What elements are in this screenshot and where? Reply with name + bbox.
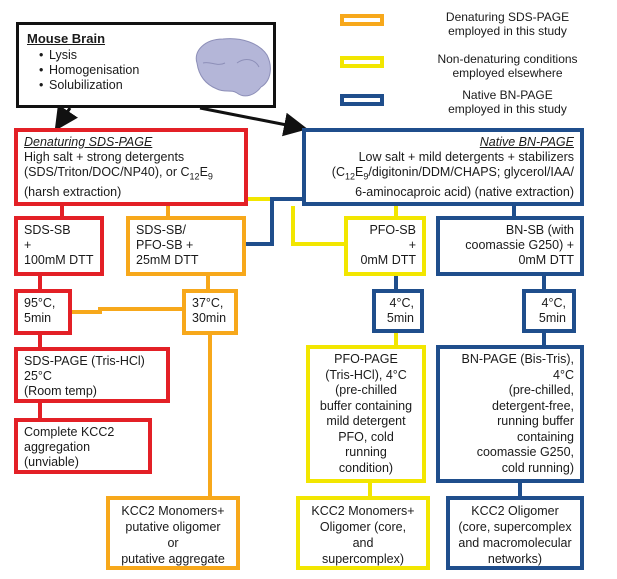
step-lysis: Lysis [39,48,265,63]
pfo-sb-box: PFO-SB + 0mM DTT [344,216,426,276]
sds-pfo-sb-box: SDS-SB/ PFO-SB + 25mM DTT [126,216,246,276]
temp-4c-bn-box: 4°C, 5min [522,289,576,333]
native-title: Native BN-PAGE [479,135,574,149]
result-monomers-oligomer-box: KCC2 Monomers+ Oligomer (core, and super… [296,496,430,570]
mouse-brain-steps: Lysis Homogenisation Solubilization [27,48,265,93]
mouse-brain-box: Mouse Brain Lysis Homogenisation Solubil… [16,22,276,108]
legend-swatch-orange [340,14,384,26]
pfo-page-box: PFO-PAGE (Tris-HCl), 4°C (pre-chilled bu… [306,345,426,483]
bn-sb-box: BN-SB (with coomassie G250) + 0mM DTT [436,216,584,276]
legend-blue-label: Native BN-PAGE employed in this study [448,88,567,116]
step-homogenisation: Homogenisation [39,63,265,78]
result-oligomer-box: KCC2 Oligomer (core, supercomplex and ma… [446,496,584,570]
denaturing-title: Denaturing SDS-PAGE [24,135,153,149]
temp-37c-box: 37°C, 30min [182,289,238,335]
denaturing-line3: (harsh extraction) [24,184,122,199]
mouse-brain-icon [195,38,271,97]
result-complete-aggregation-box: Complete KCC2 aggregation (unviable) [14,418,152,474]
mouse-brain-title: Mouse Brain [27,31,106,46]
result-monomers-putative-box: KCC2 Monomers+ putative oligomer or puta… [106,496,240,570]
arrow-to-native [199,106,308,137]
legend-swatch-blue [340,94,384,106]
native-line3: 6-aminocaproic acid) (native extraction) [355,184,574,199]
native-extraction-box: Native BN-PAGE Low salt + mild detergent… [302,128,584,206]
native-line2: (C12E9/digitonin/DDM/CHAPS; glycerol/IAA… [331,165,574,182]
native-line1: Low salt + mild detergents + stabilizers [358,150,574,164]
denaturing-line1: High salt + strong detergents [24,150,185,164]
legend-swatch-yellow [340,56,384,68]
sds-sb-box: SDS-SB + 100mM DTT [14,216,104,276]
step-solubilization: Solubilization [39,78,265,93]
temp-4c-pfo-box: 4°C, 5min [372,289,424,333]
sds-page-box: SDS-PAGE (Tris-HCl) 25°C (Room temp) [14,347,170,403]
temp-95c-box: 95°C, 5min [14,289,72,335]
arrow-to-denaturing [54,104,78,131]
legend-orange-label: Denaturing SDS-PAGE employed in this stu… [445,10,570,38]
legend-yellow-label: Non-denaturing conditions employed elsew… [437,52,578,80]
bn-page-box: BN-PAGE (Bis-Tris), 4°C (pre-chilled, de… [436,345,584,483]
denaturing-line2: (SDS/Triton/DOC/NP40), or C12E9 [24,165,213,182]
denaturing-extraction-box: Denaturing SDS-PAGE High salt + strong d… [14,128,248,206]
